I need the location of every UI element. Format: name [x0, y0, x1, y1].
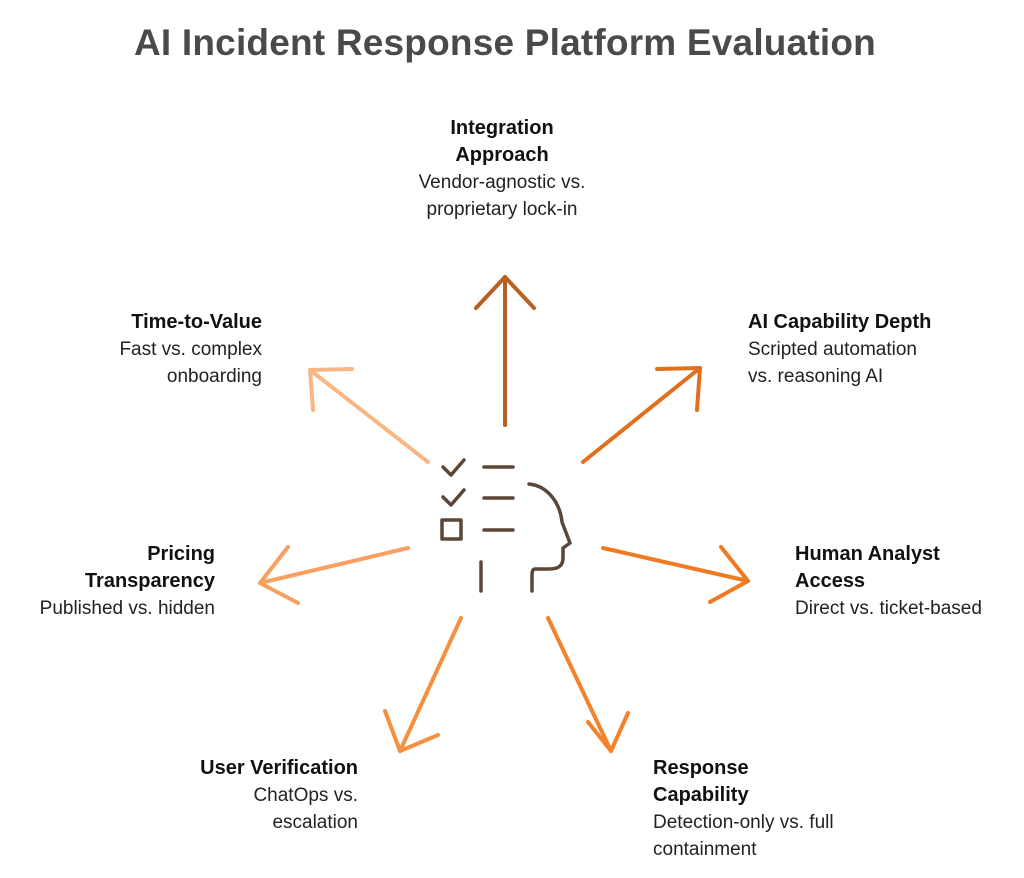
criterion-pricing-sub: Published vs. hidden: [39, 598, 215, 619]
criterion-response-sub-2: containment: [653, 839, 757, 860]
criterion-pricing-head-2: Transparency: [84, 570, 215, 592]
criterion-time-to-value: Time-to-Value Fast vs. complex onboardin…: [60, 309, 262, 390]
diagram-title: AI Incident Response Platform Evaluation: [134, 22, 876, 63]
criterion-time-to-value-head: Time-to-Value: [131, 311, 262, 333]
criterion-response: Response Capability Detection-only vs. f…: [653, 755, 893, 863]
arrow-pricing: [258, 545, 410, 605]
criterion-integration: Integration Approach Vendor-agnostic vs.…: [402, 115, 602, 223]
criterion-human-analyst: Human Analyst Access Direct vs. ticket-b…: [795, 541, 1020, 622]
criterion-human-analyst-sub: Direct vs. ticket-based: [795, 598, 982, 619]
criterion-human-analyst-head-1: Human Analyst: [795, 543, 940, 565]
criterion-ai-capability: AI Capability Depth Scripted automation …: [748, 309, 998, 390]
arrow-human-analyst: [601, 545, 750, 604]
criterion-integration-head-2: Approach: [455, 144, 549, 166]
criterion-pricing: Pricing Transparency Published vs. hidde…: [10, 541, 215, 622]
arrow-time-to-value: [308, 367, 430, 464]
criterion-ai-capability-sub-2: vs. reasoning AI: [748, 366, 884, 387]
criterion-time-to-value-sub-2: onboarding: [166, 366, 262, 387]
criterion-user-verification-head: User Verification: [200, 757, 358, 779]
head-profile-icon: [527, 482, 572, 593]
criterion-pricing-head-1: Pricing: [147, 543, 215, 565]
criterion-user-verification: User Verification ChatOps vs. escalation: [138, 755, 358, 836]
criterion-ai-capability-head: AI Capability Depth: [748, 311, 932, 333]
arrow-response: [546, 616, 630, 753]
criterion-time-to-value-sub-1: Fast vs. complex: [119, 339, 262, 360]
criterion-response-head-1: Response: [653, 757, 749, 779]
criterion-ai-capability-sub-1: Scripted automation: [748, 339, 917, 360]
criterion-integration-sub-1: Vendor-agnostic vs.: [418, 172, 586, 193]
checkbox-empty-icon: [440, 518, 463, 541]
criterion-user-verification-sub-1: ChatOps vs.: [253, 785, 358, 806]
criterion-response-head-2: Capability: [653, 784, 749, 806]
criterion-integration-head-1: Integration: [450, 117, 554, 139]
check-mark-1-icon: [441, 458, 466, 477]
criterion-integration-sub-2: proprietary lock-in: [426, 199, 578, 220]
arrow-user-verification: [383, 616, 463, 753]
criterion-user-verification-sub-2: escalation: [272, 812, 358, 833]
checklist-head-icon: [440, 458, 572, 593]
arrow-integration: [474, 275, 536, 427]
check-mark-2-icon: [441, 488, 466, 507]
criterion-response-sub-1: Detection-only vs. full: [653, 812, 834, 833]
arrow-ai-capability: [581, 366, 702, 464]
criterion-human-analyst-head-2: Access: [795, 570, 866, 592]
